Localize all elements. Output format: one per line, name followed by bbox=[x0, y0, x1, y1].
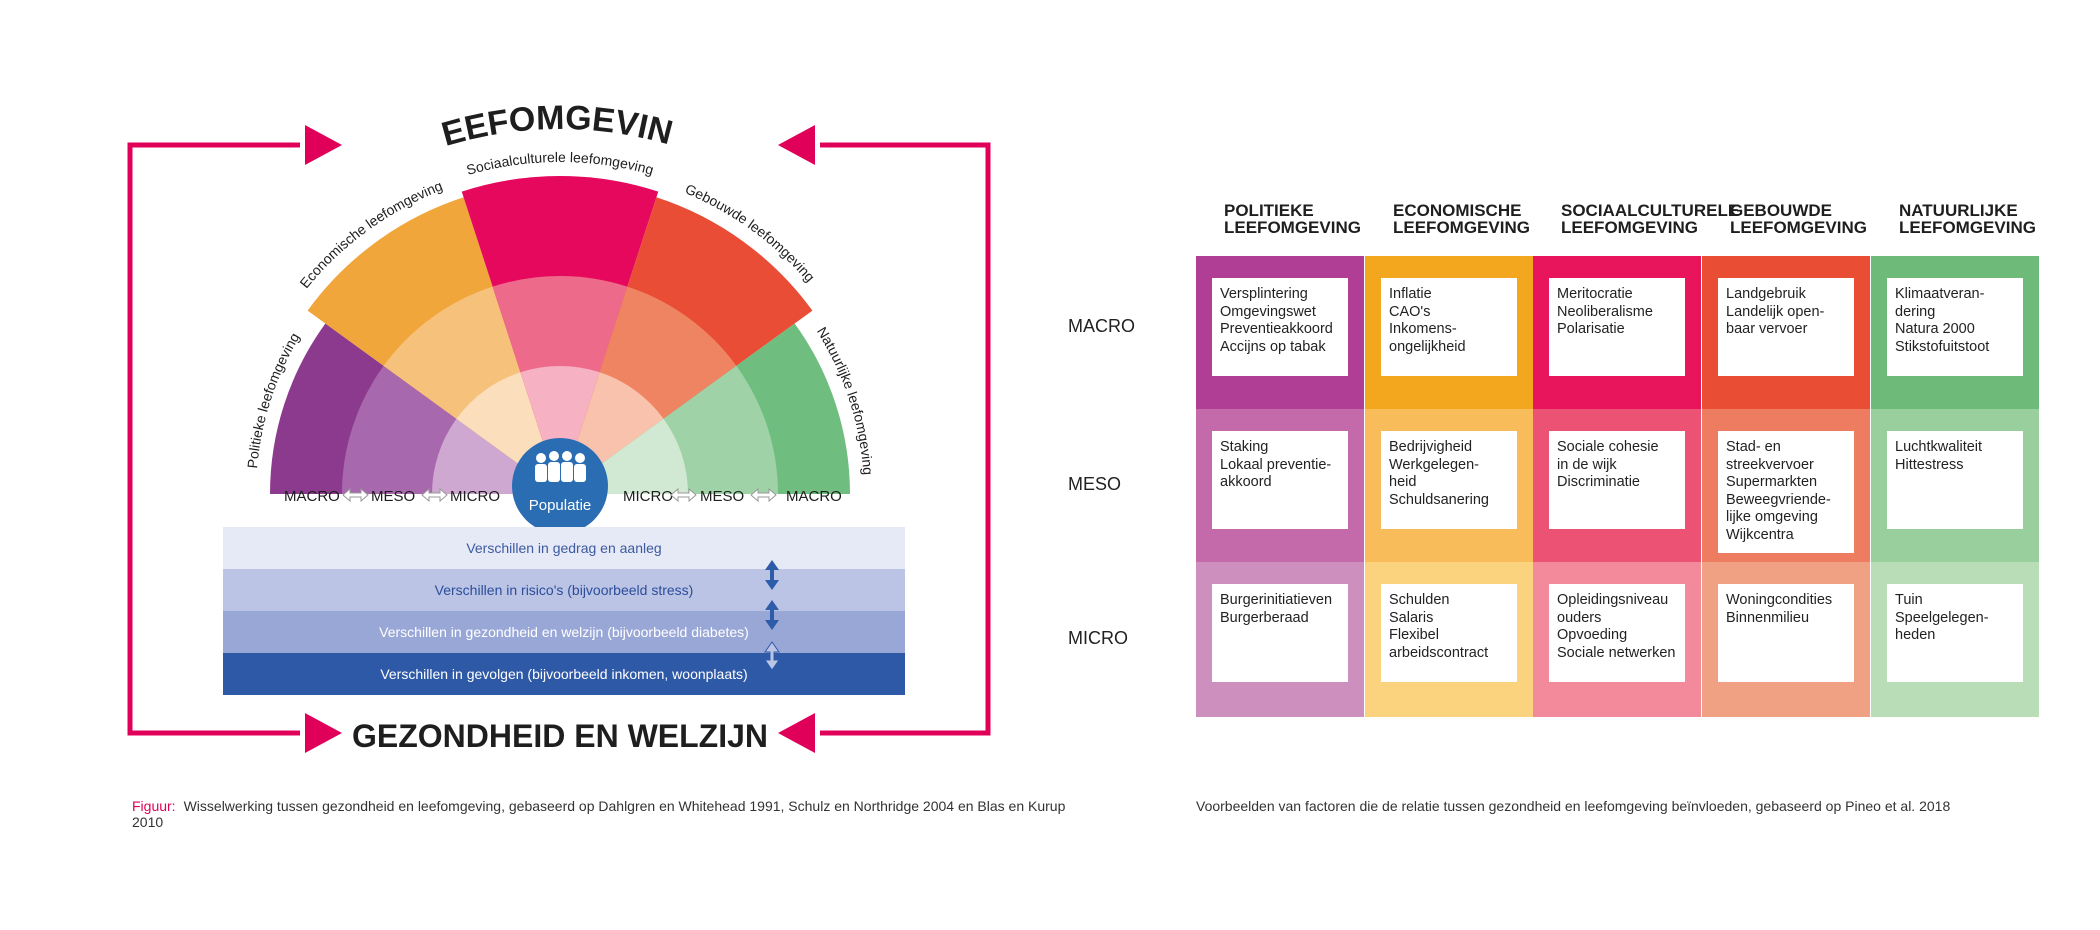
level-label-left-macro: MACRO bbox=[284, 488, 340, 505]
level-label-left-meso: MESO bbox=[371, 488, 415, 505]
arrow-heads bbox=[305, 125, 815, 753]
arrow-head-bottom-right bbox=[778, 713, 815, 753]
figure-caption-right: Voorbeelden van factoren die de relatie … bbox=[1196, 798, 1951, 814]
level-label-left-micro: MICRO bbox=[450, 488, 500, 505]
arrow-head-top-right bbox=[778, 125, 815, 165]
level-labels: MACRO MESO MICRO MICRO MESO MACRO bbox=[284, 488, 842, 505]
caption-label: Figuur: bbox=[132, 798, 176, 814]
level-label-right-micro: MICRO bbox=[623, 488, 673, 505]
row-label-meso: MESO bbox=[1068, 474, 1122, 494]
arrow-head-top-left bbox=[305, 125, 342, 165]
double-arrow-icon bbox=[342, 487, 369, 503]
left-feedback-line bbox=[127, 142, 300, 736]
right-feedback-line bbox=[820, 142, 991, 736]
row-label-macro: MACRO bbox=[1068, 316, 1135, 336]
band-health: Verschillen in gezondheid en welzijn (bi… bbox=[223, 611, 905, 653]
population-circle bbox=[512, 438, 608, 534]
sector-rings bbox=[270, 176, 850, 495]
sector-ring-micro bbox=[520, 366, 600, 494]
level-label-right-meso: MESO bbox=[700, 488, 744, 505]
double-arrow-icon bbox=[421, 487, 448, 503]
feedback-arrows bbox=[127, 142, 991, 736]
level-label-right-macro: MACRO bbox=[786, 488, 842, 505]
top-title: LEEFOMGEVING bbox=[0, 0, 677, 154]
arrow-head-bottom-left bbox=[305, 713, 342, 753]
population-label: Populatie bbox=[529, 497, 592, 514]
double-arrow-icon bbox=[750, 487, 777, 503]
band-consequences: Verschillen in gevolgen (bijvoorbeeld in… bbox=[223, 653, 905, 695]
band-risks: Verschillen in risico's (bijvoorbeeld st… bbox=[223, 569, 905, 611]
band-behaviour: Verschillen in gedrag en aanleg bbox=[223, 527, 905, 569]
people-icon bbox=[535, 451, 586, 482]
figure-caption-left: Figuur:Wisselwerking tussen gezondheid e… bbox=[132, 798, 1100, 830]
bottom-title: GEZONDHEID EN WELZIJN bbox=[352, 718, 768, 754]
level-double-arrows bbox=[342, 487, 777, 503]
double-arrow-icon bbox=[670, 487, 697, 503]
row-label-micro: MICRO bbox=[1068, 628, 1128, 648]
caption-text: Wisselwerking tussen gezondheid en leefo… bbox=[132, 798, 1066, 830]
sector-label: Sociaalculturele leefomgeving bbox=[465, 149, 656, 178]
